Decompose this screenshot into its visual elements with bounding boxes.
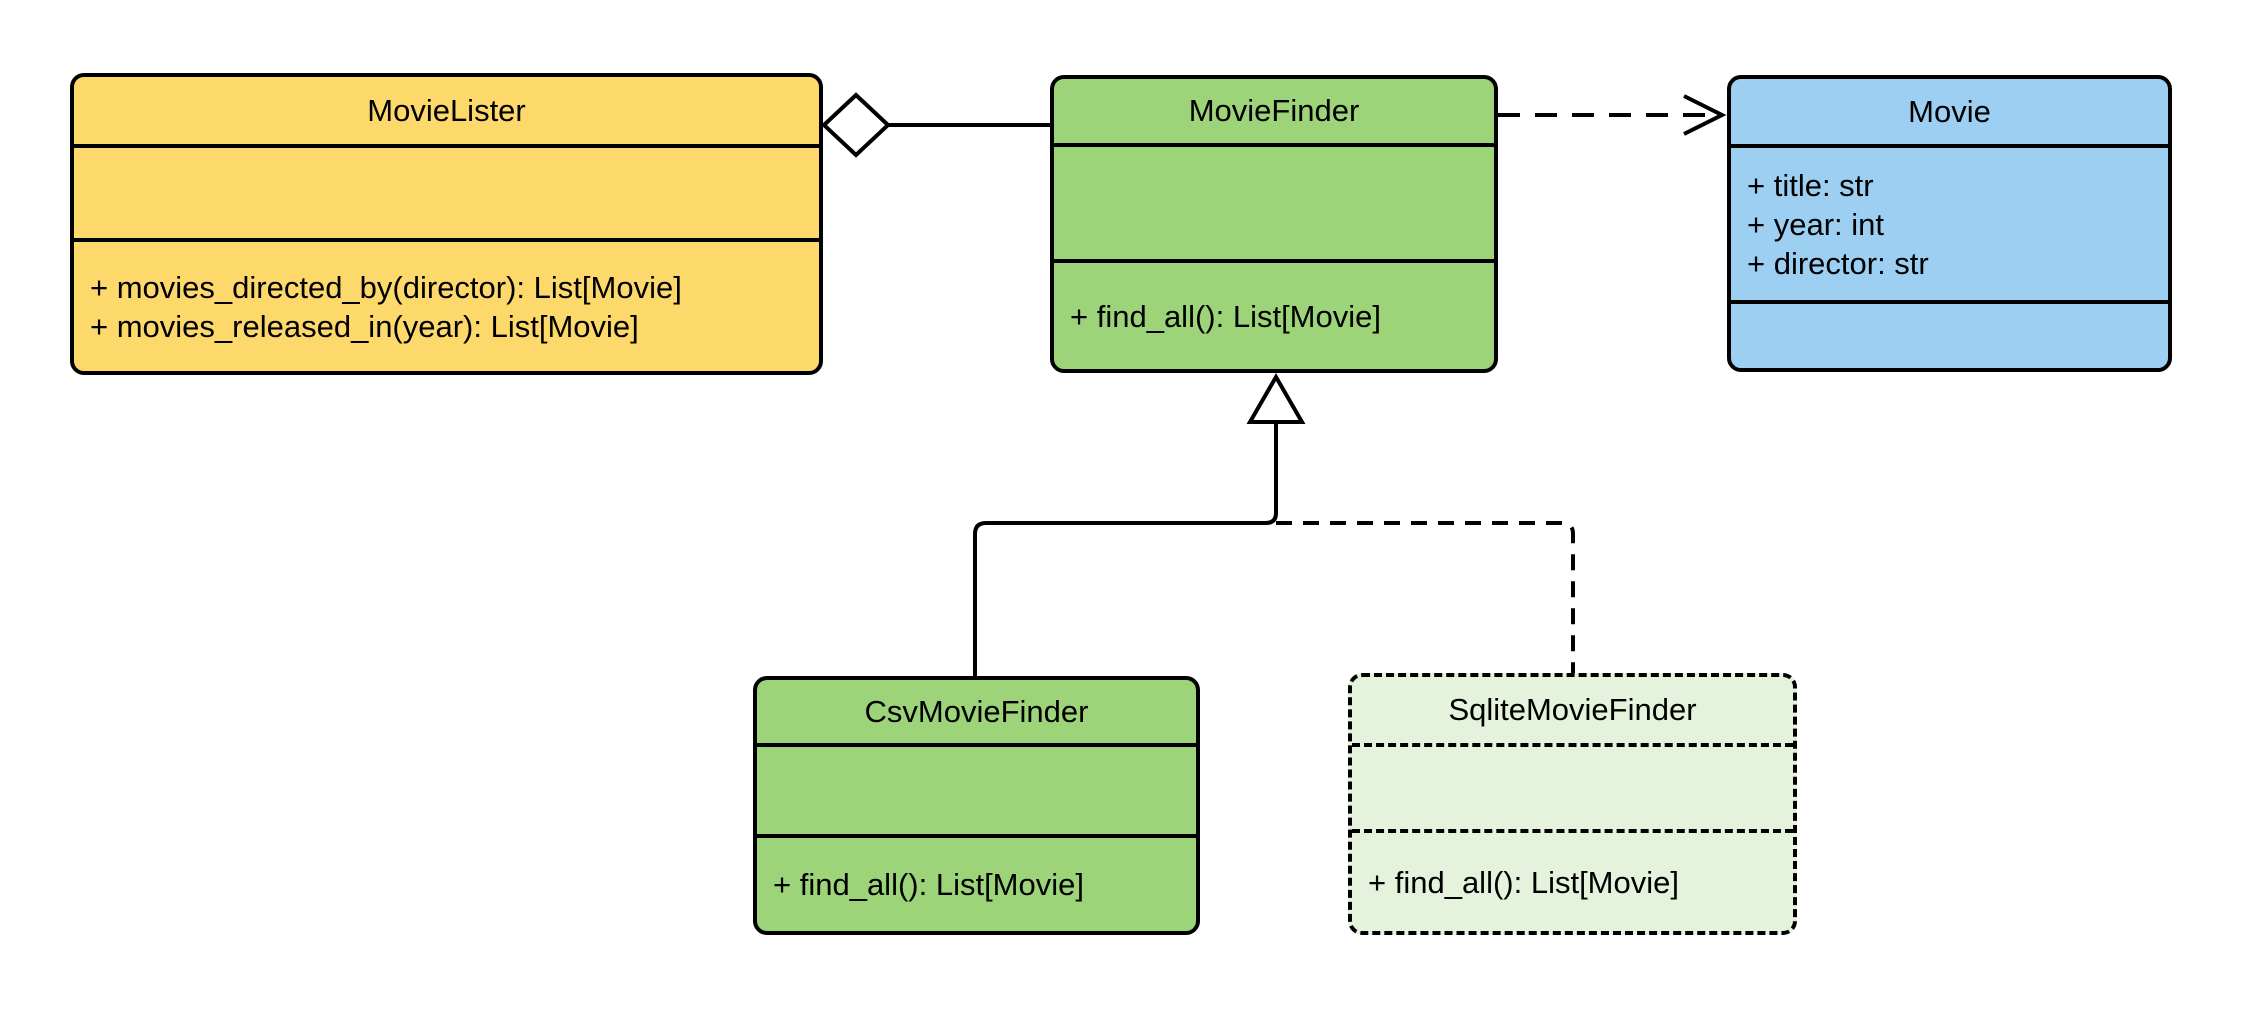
methods-section	[1731, 300, 2168, 368]
attributes-section	[1352, 743, 1793, 829]
class-title: CsvMovieFinder	[757, 680, 1196, 743]
class-name-label: SqliteMovieFinder	[1448, 692, 1697, 727]
class-title: Movie	[1731, 79, 2168, 144]
method-label: + find_all(): List[Movie]	[1368, 864, 1679, 900]
attribute-label: + year: int	[1747, 206, 1884, 242]
class-name-label: MovieLister	[367, 92, 526, 128]
generalization-triangle-icon[interactable]	[1246, 373, 1306, 424]
methods-section: + find_all(): List[Movie]	[1054, 259, 1494, 369]
class-name-label: CsvMovieFinder	[864, 693, 1089, 729]
attributes-section	[757, 743, 1196, 834]
class-title: SqliteMovieFinder	[1352, 677, 1793, 743]
class-movielister[interactable]: MovieLister + movies_directed_by(directo…	[70, 73, 823, 375]
class-movie[interactable]: Movie + title: str + year: int + directo…	[1727, 75, 2172, 372]
dependency-open-arrow-icon[interactable]	[1683, 94, 1727, 136]
method-label: + movies_directed_by(director): List[Mov…	[90, 269, 682, 305]
class-name-label: Movie	[1908, 93, 1991, 129]
class-sqlitemoviefinder[interactable]: SqliteMovieFinder + find_all(): List[Mov…	[1348, 673, 1797, 935]
attributes-section	[74, 144, 819, 238]
class-name-label: MovieFinder	[1188, 93, 1360, 128]
methods-section: + movies_directed_by(director): List[Mov…	[74, 238, 819, 371]
generalization-line-sqlite[interactable]	[1276, 521, 1575, 675]
class-title: MovieLister	[74, 77, 819, 144]
class-title: MovieFinder	[1054, 79, 1494, 143]
methods-section: + find_all(): List[Movie]	[1352, 829, 1793, 931]
generalization-line-csv[interactable]	[973, 424, 1278, 678]
attribute-label: + director: str	[1747, 245, 1929, 281]
methods-section: + find_all(): List[Movie]	[757, 834, 1196, 931]
class-moviefinder[interactable]: MovieFinder + find_all(): List[Movie]	[1050, 75, 1498, 373]
attribute-label: + title: str	[1747, 167, 1874, 203]
aggregation-diamond-icon[interactable]	[821, 92, 891, 158]
method-label: + find_all(): List[Movie]	[773, 867, 1084, 902]
attributes-section	[1054, 143, 1494, 259]
method-label: + movies_released_in(year): List[Movie]	[90, 308, 639, 344]
attributes-section: + title: str + year: int + director: str	[1731, 144, 2168, 300]
method-label: + find_all(): List[Movie]	[1070, 298, 1381, 334]
class-csvmoviefinder[interactable]: CsvMovieFinder + find_all(): List[Movie]	[753, 676, 1200, 935]
